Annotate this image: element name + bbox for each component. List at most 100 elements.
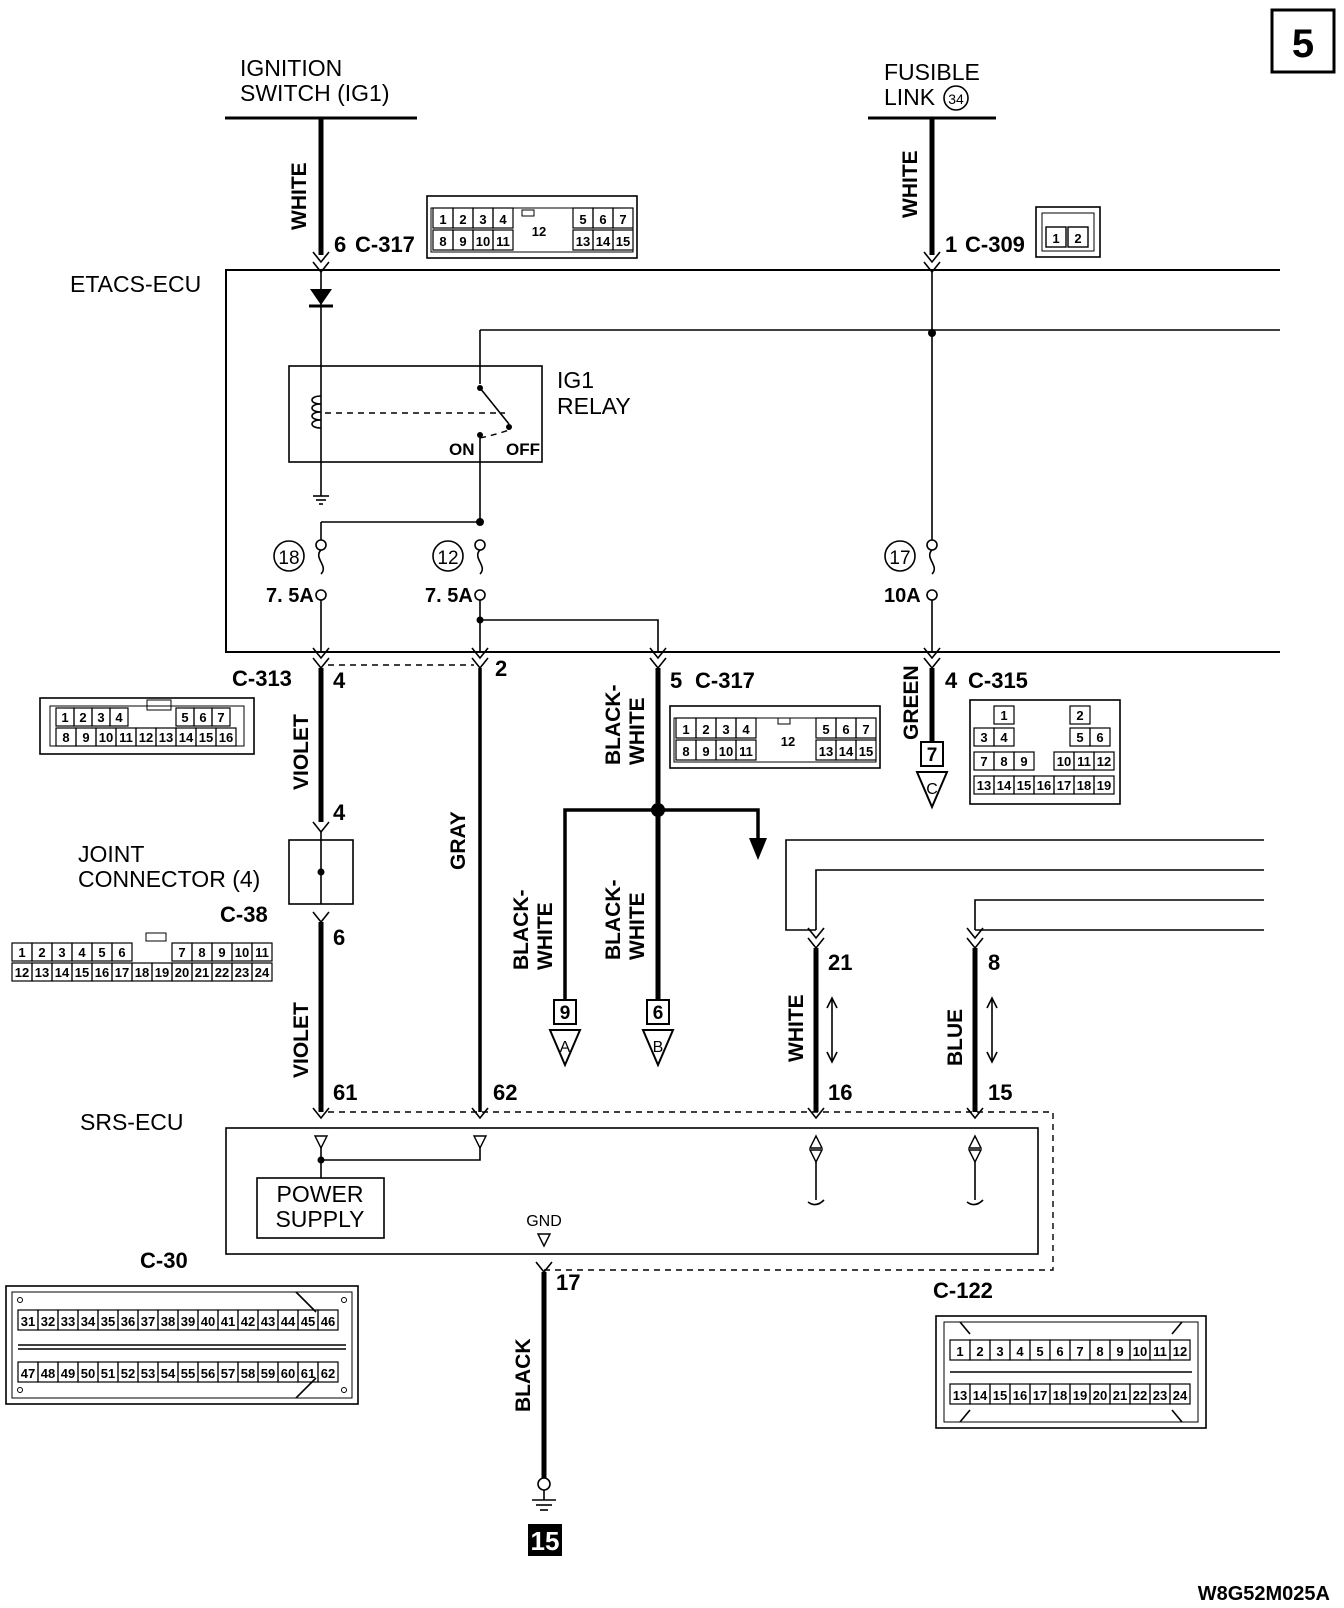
c38-id: C-38 (220, 902, 268, 927)
c30-cell: 56 (201, 1366, 215, 1381)
c38-cell: 16 (95, 965, 109, 980)
c315-cell-box (1069, 705, 1091, 725)
c317-mid-pin: 5 (670, 668, 682, 693)
ground-symbol (532, 1477, 556, 1511)
c317-cell: 2 (702, 722, 709, 737)
c122-cell-box (1169, 1339, 1191, 1361)
c315-cell: 2 (1076, 708, 1083, 723)
c30-pin-a: 61 (333, 1080, 357, 1105)
c30-cell: 34 (81, 1314, 96, 1329)
c30-cell: 48 (41, 1366, 55, 1381)
c315-cell-box (1093, 775, 1115, 795)
c122-cell: 5 (1036, 1344, 1043, 1359)
c30-id: C-30 (140, 1248, 188, 1273)
c30-cell: 47 (21, 1366, 35, 1381)
c317-cell: 14 (596, 234, 611, 249)
c122-cell: 16 (1013, 1388, 1027, 1403)
joint-label-line1: JOINT (78, 841, 144, 867)
c309-pin: 1 (945, 232, 957, 257)
c313-cell: 8 (62, 730, 69, 745)
c313-cell: 12 (139, 730, 153, 745)
c317-cell: 5 (579, 212, 586, 227)
c315-cell: 17 (1057, 778, 1071, 793)
c38-cell: 11 (255, 945, 269, 960)
c38-cell: 9 (218, 945, 225, 960)
c38-cell-box (111, 942, 133, 962)
c38-cell-box (251, 962, 273, 982)
c122-cell-box (1169, 1383, 1191, 1405)
c317-cell: 9 (459, 234, 466, 249)
c38-cell: 6 (118, 945, 125, 960)
fuse-18-rating: 7. 5A (266, 585, 314, 607)
relay-label-line2: RELAY (557, 393, 631, 419)
white-can-wire-label: WHITE (785, 994, 808, 1062)
c313-pin-a: 4 (333, 668, 346, 693)
c313-cell: 4 (115, 710, 123, 725)
fuse-12-number: 12 (437, 548, 458, 569)
c313-cell: 13 (159, 730, 173, 745)
c317-cell: 3 (722, 722, 729, 737)
c317-cell: 10 (476, 234, 490, 249)
c317-cell: 15 (616, 234, 630, 249)
c317-cell: 13 (576, 234, 590, 249)
c317-cell: 8 (439, 234, 446, 249)
black-white-left-label: BLACK- WHITE (510, 884, 557, 970)
srs-top-terminals (312, 1107, 984, 1120)
c38-cell: 13 (35, 965, 49, 980)
c38-cell: 21 (195, 965, 209, 980)
c317-cell: 14 (839, 744, 854, 759)
ground-reference-badge: 15 (528, 1524, 562, 1556)
c122-cell: 4 (1016, 1344, 1024, 1359)
c315-pin: 4 (945, 668, 958, 693)
bw-left-l1: BLACK- (510, 890, 533, 970)
joint-label-line2: CONNECTOR (4) (78, 866, 260, 892)
power-supply-line1: POWER (277, 1181, 364, 1207)
c315-cell: 10 (1057, 754, 1071, 769)
fuse-17-number: 17 (889, 548, 910, 569)
c317-cell: 4 (499, 212, 507, 227)
fuse-17-rating: 10A (884, 585, 921, 607)
c315-cell: 5 (1076, 730, 1083, 745)
c122-cell: 15 (993, 1388, 1007, 1403)
c315-cell: 11 (1077, 754, 1091, 769)
c30-cell: 36 (121, 1314, 135, 1329)
c38-cell: 7 (178, 945, 185, 960)
c30-cell: 32 (41, 1314, 55, 1329)
offpage-b-letter: B (653, 1039, 664, 1056)
c317-cell-box (612, 229, 634, 251)
c122-cell: 3 (996, 1344, 1003, 1359)
fusible-link-number: 34 (948, 91, 964, 107)
c317-cell-box (855, 739, 877, 761)
c317-cell: 2 (459, 212, 466, 227)
c122-pin-a: 21 (828, 950, 852, 975)
c317-cell-center: 12 (781, 734, 795, 749)
c315-cell-box (993, 705, 1015, 725)
c30-cell: 52 (121, 1366, 135, 1381)
black-white-main-label: BLACK- WHITE (602, 679, 649, 765)
ground-ref-number: 15 (531, 1526, 560, 1556)
c317-cell: 11 (739, 744, 753, 759)
c317-cell-box (855, 717, 877, 739)
c315-cell: 4 (1000, 730, 1008, 745)
c38-cell: 8 (198, 945, 205, 960)
c317-cell-box (492, 207, 514, 229)
fuse-18: 18 7. 5A (266, 539, 327, 607)
offpage-c-num: 7 (927, 745, 938, 766)
c317-mid-id: C-317 (695, 668, 755, 693)
c122-cell: 12 (1173, 1344, 1187, 1359)
c313-cell: 15 (199, 730, 213, 745)
c315-cell: 14 (997, 778, 1012, 793)
c38-cell: 5 (98, 945, 105, 960)
c317-cell: 1 (439, 212, 446, 227)
bw-right-l1: BLACK- (602, 880, 625, 960)
offpage-connector-b: 6 B (641, 999, 675, 1068)
c317-cell: 10 (719, 744, 733, 759)
c30-cell: 61 (301, 1366, 315, 1381)
c313-cell: 16 (219, 730, 233, 745)
c38-cell: 24 (255, 965, 270, 980)
c315-cell-box (1093, 751, 1115, 771)
c38-cell: 1 (18, 945, 25, 960)
srs-ecu: SRS-ECU POWER SUPPLY GND (80, 1109, 1039, 1255)
